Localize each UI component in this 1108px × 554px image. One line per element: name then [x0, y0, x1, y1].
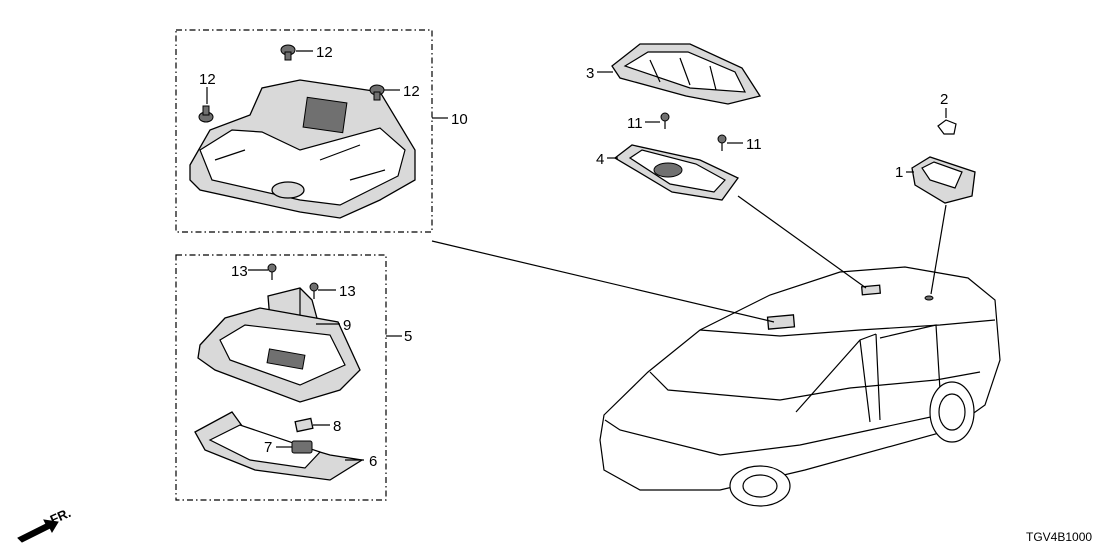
lamp-3 — [611, 43, 762, 105]
bulb-2 — [937, 119, 957, 135]
callout-10: 10 — [451, 111, 468, 128]
callout-3: 3 — [586, 65, 594, 82]
screw-11-a — [660, 112, 670, 129]
base-5 — [197, 307, 361, 403]
callout-12-right: 12 — [403, 83, 420, 100]
screw-13-a — [267, 263, 277, 280]
screw-13-b — [309, 282, 319, 299]
lens-4 — [613, 144, 739, 201]
clip-12-left — [198, 105, 214, 123]
callout-1: 1 — [895, 164, 903, 181]
diagram-code: TGV4B1000 — [1026, 530, 1092, 544]
leader-line-center-lamp — [737, 195, 867, 289]
callout-13-left: 13 — [231, 263, 248, 280]
leader-line-rear-lamp — [930, 204, 947, 295]
callout-4: 4 — [596, 151, 604, 168]
group-box-5 — [175, 254, 387, 501]
front-direction-label: FR. — [48, 505, 73, 527]
callout-9: 9 — [343, 317, 351, 334]
callout-11-right: 11 — [746, 136, 762, 153]
callout-2: 2 — [940, 91, 948, 108]
callout-11-left: 11 — [627, 115, 643, 132]
leader-line-map-light — [431, 240, 775, 323]
vehicle-outline — [599, 266, 1001, 507]
callout-13-right: 13 — [339, 283, 356, 300]
callout-12-top: 12 — [316, 44, 333, 61]
map-light-housing-10 — [189, 79, 416, 219]
callout-6: 6 — [369, 453, 377, 470]
callout-5: 5 — [404, 328, 412, 345]
screw-11-b — [717, 134, 727, 151]
callout-7: 7 — [264, 439, 272, 456]
switch-7 — [291, 440, 313, 454]
front-direction-arrow-icon — [17, 519, 59, 543]
group-box-10 — [175, 29, 433, 233]
socket-1 — [911, 156, 976, 204]
callout-8: 8 — [333, 418, 341, 435]
clip-12-top — [280, 44, 296, 61]
pad-8 — [294, 417, 314, 433]
callout-12-left: 12 — [199, 71, 216, 88]
